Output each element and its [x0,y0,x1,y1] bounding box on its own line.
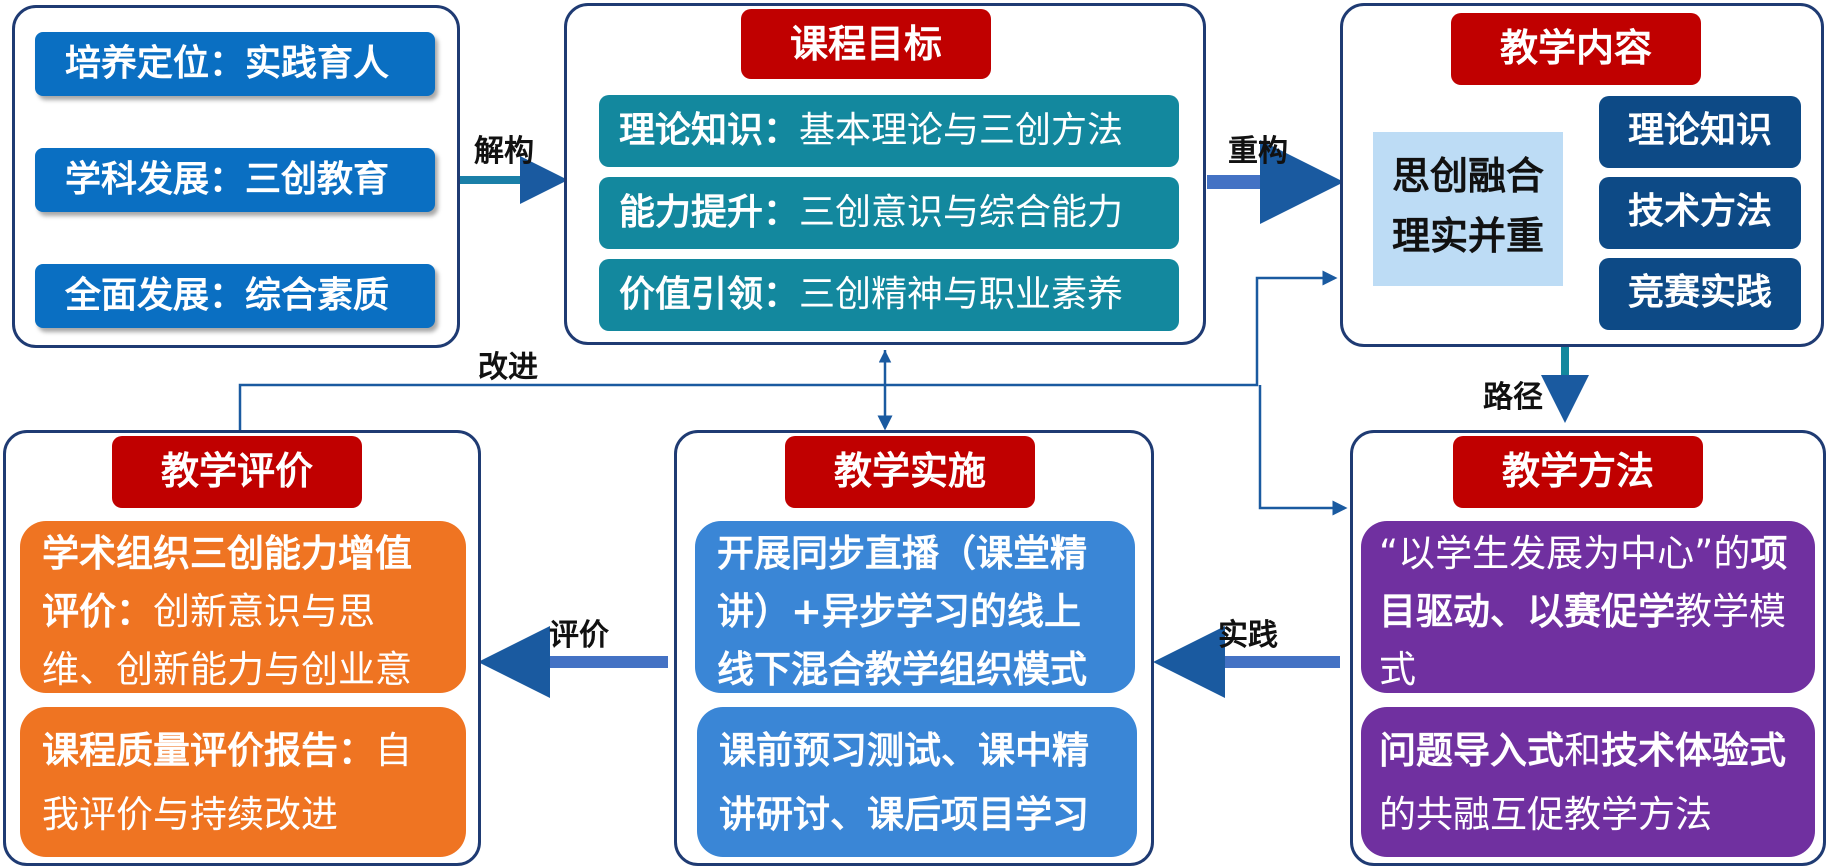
teaching-content-panel: 教学内容 思创融合 理实并重 理论知识 技术方法 竞赛实践 [1340,3,1824,347]
methods-box2-a: 问题导入式 [1379,729,1564,772]
label-evaluate: 评价 [549,618,609,653]
goal-row-head: 价值引领 [619,274,764,315]
content-principle-line-1: 思创融合 [1391,154,1544,198]
teaching-evaluation-panel: 教学评价 学术组织三创能力增值评价：创新意识与思维、创新能力与创业意识 课程质量… [3,430,481,866]
methods-box2-c: 技术体验式 [1601,729,1786,772]
methods-box-problem-experience: 问题导入式和技术体验式的共融互促教学方法 [1361,707,1815,857]
implementation-box2-text: 课前预习测试、课中精讲研讨、课后项目学习 [719,729,1089,836]
content-item-theory: 理论知识 [1599,96,1801,168]
label-path: 路径 [1483,380,1543,415]
course-goals-panel: 课程目标 理论知识：基本理论与三创方法 能力提升：三创意识与综合能力 价值引领：… [564,3,1206,345]
methods-box2-d: 的共融互促教学方法 [1379,793,1712,836]
goal-row-body: 三创精神与职业素养 [799,274,1124,315]
goal-row-ability: 能力提升：三创意识与综合能力 [599,177,1179,249]
goal-row-body: 基本理论与三创方法 [799,110,1124,151]
implementation-box1-text: 开展同步直播（课堂精讲）+异步学习的线上线下混合教学组织模式 [717,532,1087,691]
evaluation-box2-rest: 自我评价与持续改进 [42,729,412,836]
arrow-to-methods [1258,385,1348,516]
positioning-item-1: 培养定位：实践育人 [35,32,435,96]
teaching-implementation-title: 教学实施 [785,436,1035,508]
methods-box1-a: “以学生发展为中心”的 [1379,532,1751,575]
goal-row-theory: 理论知识：基本理论与三创方法 [599,95,1179,167]
teaching-evaluation-title: 教学评价 [112,436,362,508]
implementation-box-hybrid-mode: 开展同步直播（课堂精讲）+异步学习的线上线下混合教学组织模式 [695,521,1135,693]
goal-row-sep: ： [763,110,800,151]
evaluation-box-value-added: 学术组织三创能力增值评价：创新意识与思维、创新能力与创业意识 [20,521,466,749]
label-deconstruct: 解构 [474,134,534,169]
methods-box-project-driven: “以学生发展为中心”的项目驱动、以赛促学教学模式 [1361,521,1815,693]
methods-box2-b: 和 [1564,729,1601,772]
evaluation-box1-bold: 学术组织三创能力增值评价 [42,532,412,633]
positioning-item-2: 学科发展：三创教育 [35,148,435,212]
label-practice: 实践 [1218,618,1278,653]
goal-row-value: 价值引领：三创精神与职业素养 [599,259,1179,331]
positioning-panel: 培养定位：实践育人 学科发展：三创教育 全面发展：综合素质 [12,5,460,348]
goal-row-head: 能力提升 [619,192,764,233]
goal-row-sep: ： [763,192,800,233]
course-goals-title: 课程目标 [741,9,991,79]
teaching-implementation-panel: 教学实施 开展同步直播（课堂精讲）+异步学习的线上线下混合教学组织模式 课前预习… [674,430,1154,866]
label-improve: 改进 [478,350,538,385]
arrow-improve [238,270,1338,430]
label-reconstruct: 重构 [1228,134,1288,169]
teaching-content-title: 教学内容 [1451,13,1701,85]
evaluation-box-quality-report: 课程质量评价报告：自我评价与持续改进 [20,707,466,857]
methods-box1-c: 教学模式 [1379,590,1786,691]
methods-box1-b: 项目驱动、以赛促学 [1379,532,1788,633]
content-item-competition: 竞赛实践 [1599,258,1801,330]
teaching-methods-title: 教学方法 [1453,436,1703,508]
evaluation-box2-bold: 课程质量评价报告 [42,729,338,772]
goal-row-sep: ： [763,274,800,315]
teaching-methods-panel: 教学方法 “以学生发展为中心”的项目驱动、以赛促学教学模式 问题导入式和技术体验… [1350,430,1826,866]
evaluation-box1-sep: ： [116,590,153,633]
goal-row-body: 三创意识与综合能力 [799,192,1124,233]
evaluation-box2-sep: ： [338,729,375,772]
positioning-item-3: 全面发展：综合素质 [35,264,435,328]
goal-row-head: 理论知识 [619,110,764,151]
content-principle-line-2: 理实并重 [1391,214,1544,258]
content-item-methods: 技术方法 [1599,177,1801,249]
implementation-box-class-flow: 课前预习测试、课中精讲研讨、课后项目学习 [697,707,1137,857]
content-principle-box: 思创融合 理实并重 [1373,132,1563,286]
